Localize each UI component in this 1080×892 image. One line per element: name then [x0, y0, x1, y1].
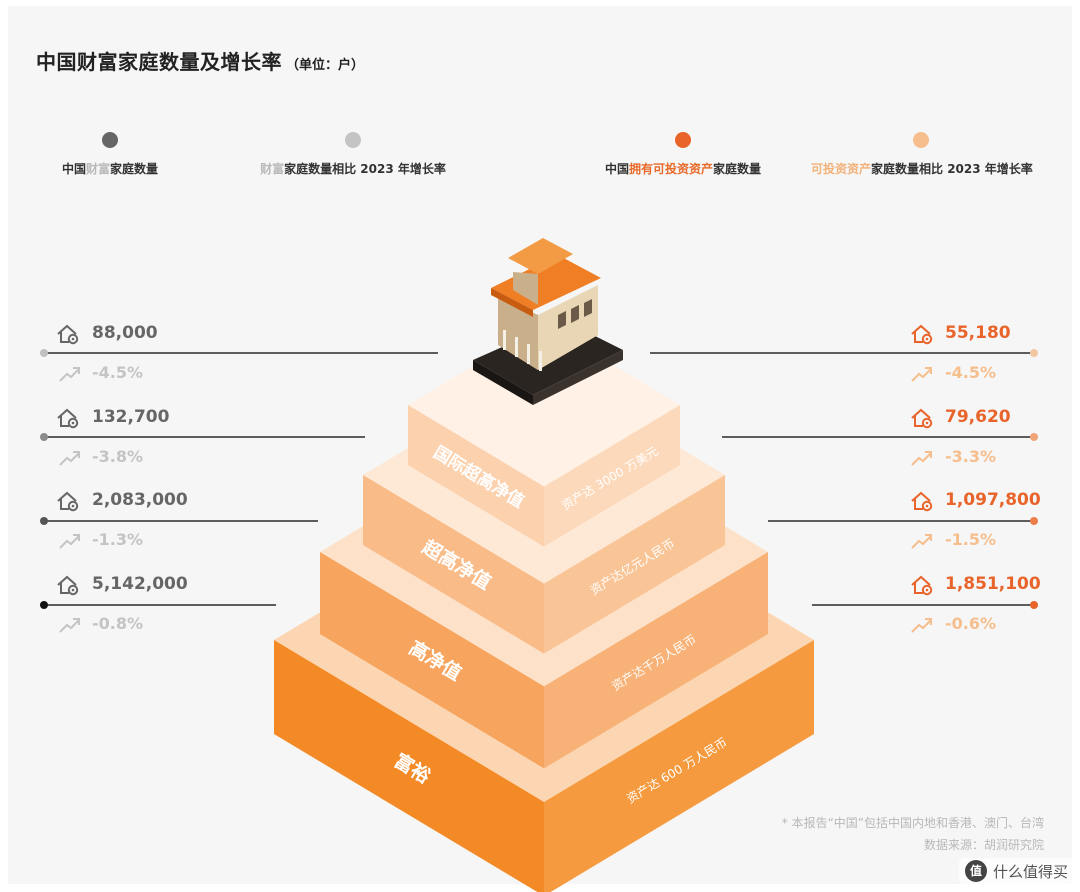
left-growth-rate: -3.8% — [92, 447, 144, 466]
legend-item: 中国财富家庭数量 — [0, 132, 220, 177]
legend-label-part: 拥有可投资资产 — [628, 162, 713, 176]
trend-up-icon — [910, 532, 934, 550]
chart-unit: （单位：户） — [286, 58, 365, 73]
legend-label: 可投资资产家庭数量相比 2023 年增长率 — [811, 160, 1033, 177]
tier-right-face — [544, 552, 768, 769]
house-pillar — [539, 351, 542, 371]
right-growth-rate: -1.5% — [945, 530, 997, 549]
legend-label-part: 家庭数量 — [110, 162, 159, 176]
right-household-count: 1,851,100 — [945, 574, 1041, 594]
legend-label-part: 中国 — [61, 162, 86, 176]
left-connector-dot — [40, 433, 48, 441]
legend-label-part: 财富 — [260, 162, 285, 176]
pyramid-tiers: 富裕资产达 600 万人民币高净值资产达千万人民币超高净值资产达亿元人民币国际超… — [274, 323, 814, 892]
footnote-source: 数据来源：胡润研究院 — [923, 838, 1044, 852]
legend-item: 中国拥有可投资资产家庭数量 — [573, 132, 793, 177]
right-connector-dot — [1030, 433, 1038, 441]
house-icon — [910, 574, 934, 596]
chart-title-block: 中国财富家庭数量及增长率 （单位：户） — [36, 46, 364, 75]
house-upper-roof — [508, 238, 573, 274]
tier-right-face — [544, 475, 725, 654]
house-icon — [910, 407, 934, 429]
legend-label-part: 家庭数量 — [713, 162, 762, 176]
right-growth-rate: -3.3% — [945, 447, 997, 466]
legend-label: 中国财富家庭数量 — [0, 160, 220, 177]
house-illustration — [473, 238, 623, 405]
trend-up-icon — [58, 616, 82, 634]
left-connector-dot — [40, 349, 48, 357]
right-connector-dot — [1030, 601, 1038, 609]
house-icon — [56, 323, 80, 345]
trend-up-icon — [58, 449, 82, 467]
legend-label-part: 中国 — [604, 162, 629, 176]
house-pillar — [527, 344, 530, 364]
legend-label-part: 家庭数量相比 2023 年增长率 — [284, 162, 446, 176]
legend-marker — [102, 132, 118, 148]
right-household-count: 79,620 — [945, 407, 1011, 427]
trend-up-icon — [58, 365, 82, 383]
left-household-count: 88,000 — [92, 323, 158, 343]
legend-marker — [345, 132, 361, 148]
house-wall-right — [538, 285, 598, 370]
left-connector-dot — [40, 517, 48, 525]
tier-left-face — [408, 405, 544, 547]
house-window — [584, 299, 592, 317]
house-base-side — [473, 360, 533, 405]
right-household-count: 55,180 — [945, 323, 1011, 343]
tier-right-face — [544, 640, 814, 892]
house-window — [558, 311, 566, 329]
house-window — [571, 305, 579, 323]
trend-up-icon — [910, 449, 934, 467]
house-base-front — [533, 350, 623, 405]
house-upper-wall — [513, 272, 538, 305]
left-growth-rate: -4.5% — [92, 363, 144, 382]
left-growth-rate: -1.3% — [92, 530, 144, 549]
legend-label-part: 财富 — [85, 162, 110, 176]
house-icon — [56, 574, 80, 596]
connector-lines — [40, 349, 1038, 609]
house-pillar — [515, 337, 518, 357]
left-household-count: 5,142,000 — [92, 574, 188, 594]
right-growth-rate: -4.5% — [945, 363, 997, 382]
left-household-count: 2,083,000 — [92, 490, 188, 510]
legend-item: 可投资资产家庭数量相比 2023 年增长率 — [811, 132, 1033, 177]
watermark-logo-icon: 值 — [964, 860, 987, 882]
house-icon — [56, 490, 80, 512]
right-connector-dot — [1030, 349, 1038, 357]
left-connector-dot — [40, 601, 48, 609]
trend-up-icon — [58, 532, 82, 550]
house-icon — [910, 323, 934, 345]
trend-up-icon — [910, 365, 934, 383]
tier-left-face — [274, 640, 544, 892]
house-roof-edge — [491, 288, 533, 317]
left-growth-rate: -0.8% — [92, 614, 144, 633]
footnote: * 本报告“中国”包括中国内地和香港、澳门、台湾 数据来源：胡润研究院 — [782, 812, 1044, 856]
house-icon — [910, 490, 934, 512]
legend-marker — [913, 132, 929, 148]
footnote-line: * 本报告“中国”包括中国内地和香港、澳门、台湾 — [781, 816, 1044, 830]
chart-title: 中国财富家庭数量及增长率 — [36, 50, 282, 74]
legend-marker — [675, 132, 691, 148]
right-growth-rate: -0.6% — [945, 614, 997, 633]
right-connector-dot — [1030, 517, 1038, 525]
trend-up-icon — [910, 616, 934, 634]
watermark-text: 什么值得买 — [992, 862, 1068, 881]
right-household-count: 1,097,800 — [945, 490, 1041, 510]
legend-label: 中国拥有可投资资产家庭数量 — [573, 160, 793, 177]
left-household-count: 132,700 — [92, 407, 170, 427]
tier-left-face — [320, 552, 544, 769]
legend-label: 财富家庭数量相比 2023 年增长率 — [243, 160, 463, 177]
legend-item: 财富家庭数量相比 2023 年增长率 — [243, 132, 463, 177]
watermark: 值 什么值得买 — [958, 858, 1074, 884]
legend-label-part: 家庭数量相比 2023 年增长率 — [871, 162, 1033, 176]
house-icon — [56, 407, 80, 429]
legend-label-part: 可投资资产 — [811, 162, 872, 176]
tier-left-face — [363, 475, 544, 654]
house-pillar — [503, 330, 506, 350]
house-roof — [491, 255, 601, 310]
tier-right-face — [544, 405, 680, 547]
